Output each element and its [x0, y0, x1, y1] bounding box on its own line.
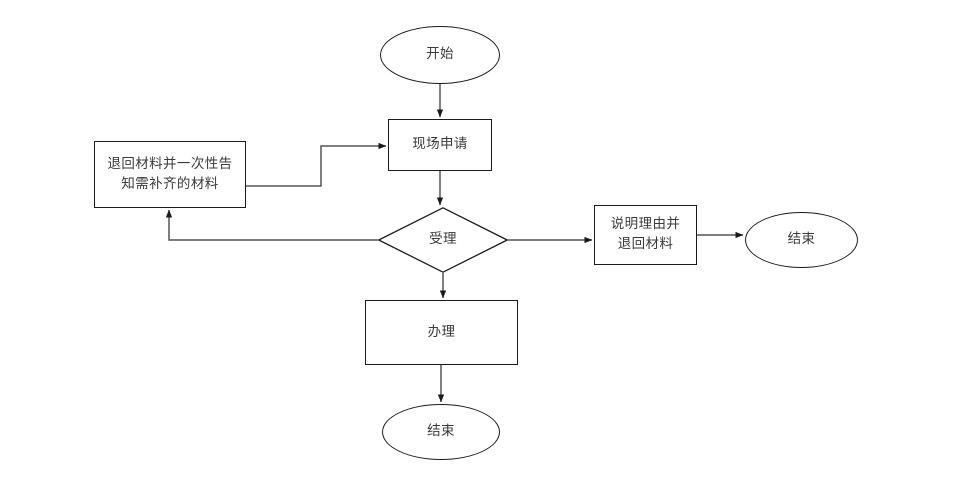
- node-return-materials-notice-label: 退回材料并一次性告 知需补齐的材料: [107, 155, 233, 192]
- node-end-right[interactable]: 结束: [745, 212, 858, 268]
- node-start[interactable]: 开始: [380, 26, 500, 84]
- node-end-bottom-label: 结束: [427, 423, 455, 440]
- node-process-label: 办理: [427, 323, 456, 340]
- node-start-label: 开始: [426, 46, 454, 63]
- node-acceptance[interactable]: 受理: [378, 207, 508, 273]
- node-onsite-application-label: 现场申请: [412, 136, 468, 153]
- node-explain-and-return[interactable]: 说明理由并 退回材料: [594, 205, 697, 265]
- connector-return-materials-to-onsite: [246, 142, 387, 187]
- node-return-materials-notice[interactable]: 退回材料并一次性告 知需补齐的材料: [94, 141, 246, 208]
- node-end-right-label: 结束: [787, 231, 816, 248]
- node-onsite-application[interactable]: 现场申请: [388, 119, 492, 171]
- diamond-shape-icon: [378, 207, 508, 273]
- node-explain-and-return-label: 说明理由并 退回材料: [610, 216, 681, 252]
- connector-acceptance-to-return-materials: [165, 209, 378, 241]
- node-end-bottom[interactable]: 结束: [382, 404, 500, 460]
- node-process[interactable]: 办理: [365, 300, 518, 365]
